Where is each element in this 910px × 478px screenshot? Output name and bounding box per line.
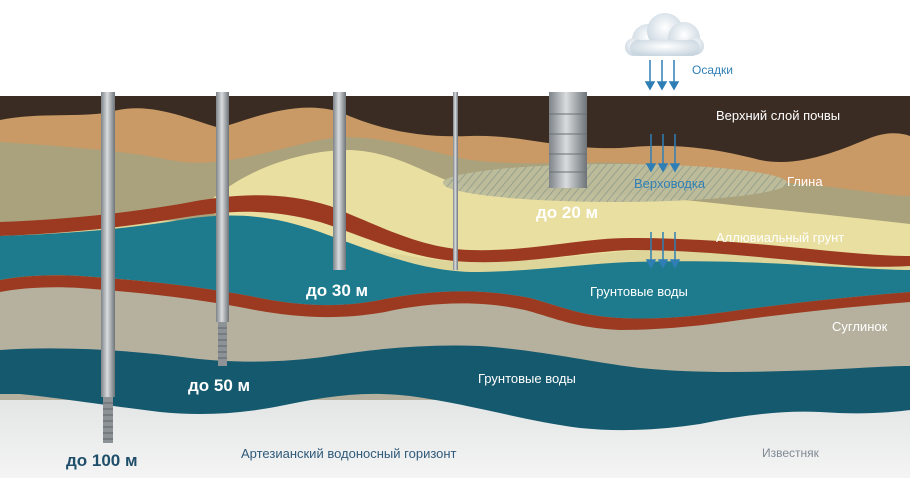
well-100m-label: до 100 м bbox=[66, 451, 138, 470]
groundwater-lower-layer bbox=[0, 345, 910, 431]
perched-water-lens bbox=[443, 164, 787, 202]
artesian-label: Артезианский водоносный горизонт bbox=[241, 446, 457, 461]
red-clay-band-upper bbox=[0, 195, 910, 267]
loam-label: Суглинок bbox=[832, 319, 888, 334]
well-50m-label: до 50 м bbox=[188, 376, 251, 395]
perched-water-label: Верховодка bbox=[634, 176, 706, 191]
infiltration-arrows-lower bbox=[645, 232, 681, 269]
well-30m-label: до 30 м bbox=[306, 281, 369, 300]
precipitation-arrows bbox=[644, 60, 680, 91]
well-30m bbox=[333, 92, 346, 270]
groundwater-upper-label: Грунтовые воды bbox=[590, 284, 688, 299]
well-thin-rod bbox=[453, 92, 458, 270]
cloud-icon bbox=[625, 13, 704, 56]
well-20m-label: до 20 м bbox=[536, 203, 599, 222]
precipitation-label: Осадки bbox=[692, 63, 733, 77]
alluvial-label: Аллювиальный грунт bbox=[716, 230, 845, 245]
topsoil-label: Верхний слой почвы bbox=[716, 108, 841, 123]
well-20m bbox=[549, 92, 587, 188]
infiltration-arrows-upper bbox=[645, 134, 681, 173]
limestone-label: Известняк bbox=[762, 446, 819, 460]
red-clay-band-lower bbox=[0, 275, 910, 330]
well-100m bbox=[101, 92, 115, 443]
clay-label: Глина bbox=[787, 174, 823, 189]
groundwater-lower-label: Грунтовые воды bbox=[478, 371, 576, 386]
well-50m bbox=[216, 92, 229, 366]
